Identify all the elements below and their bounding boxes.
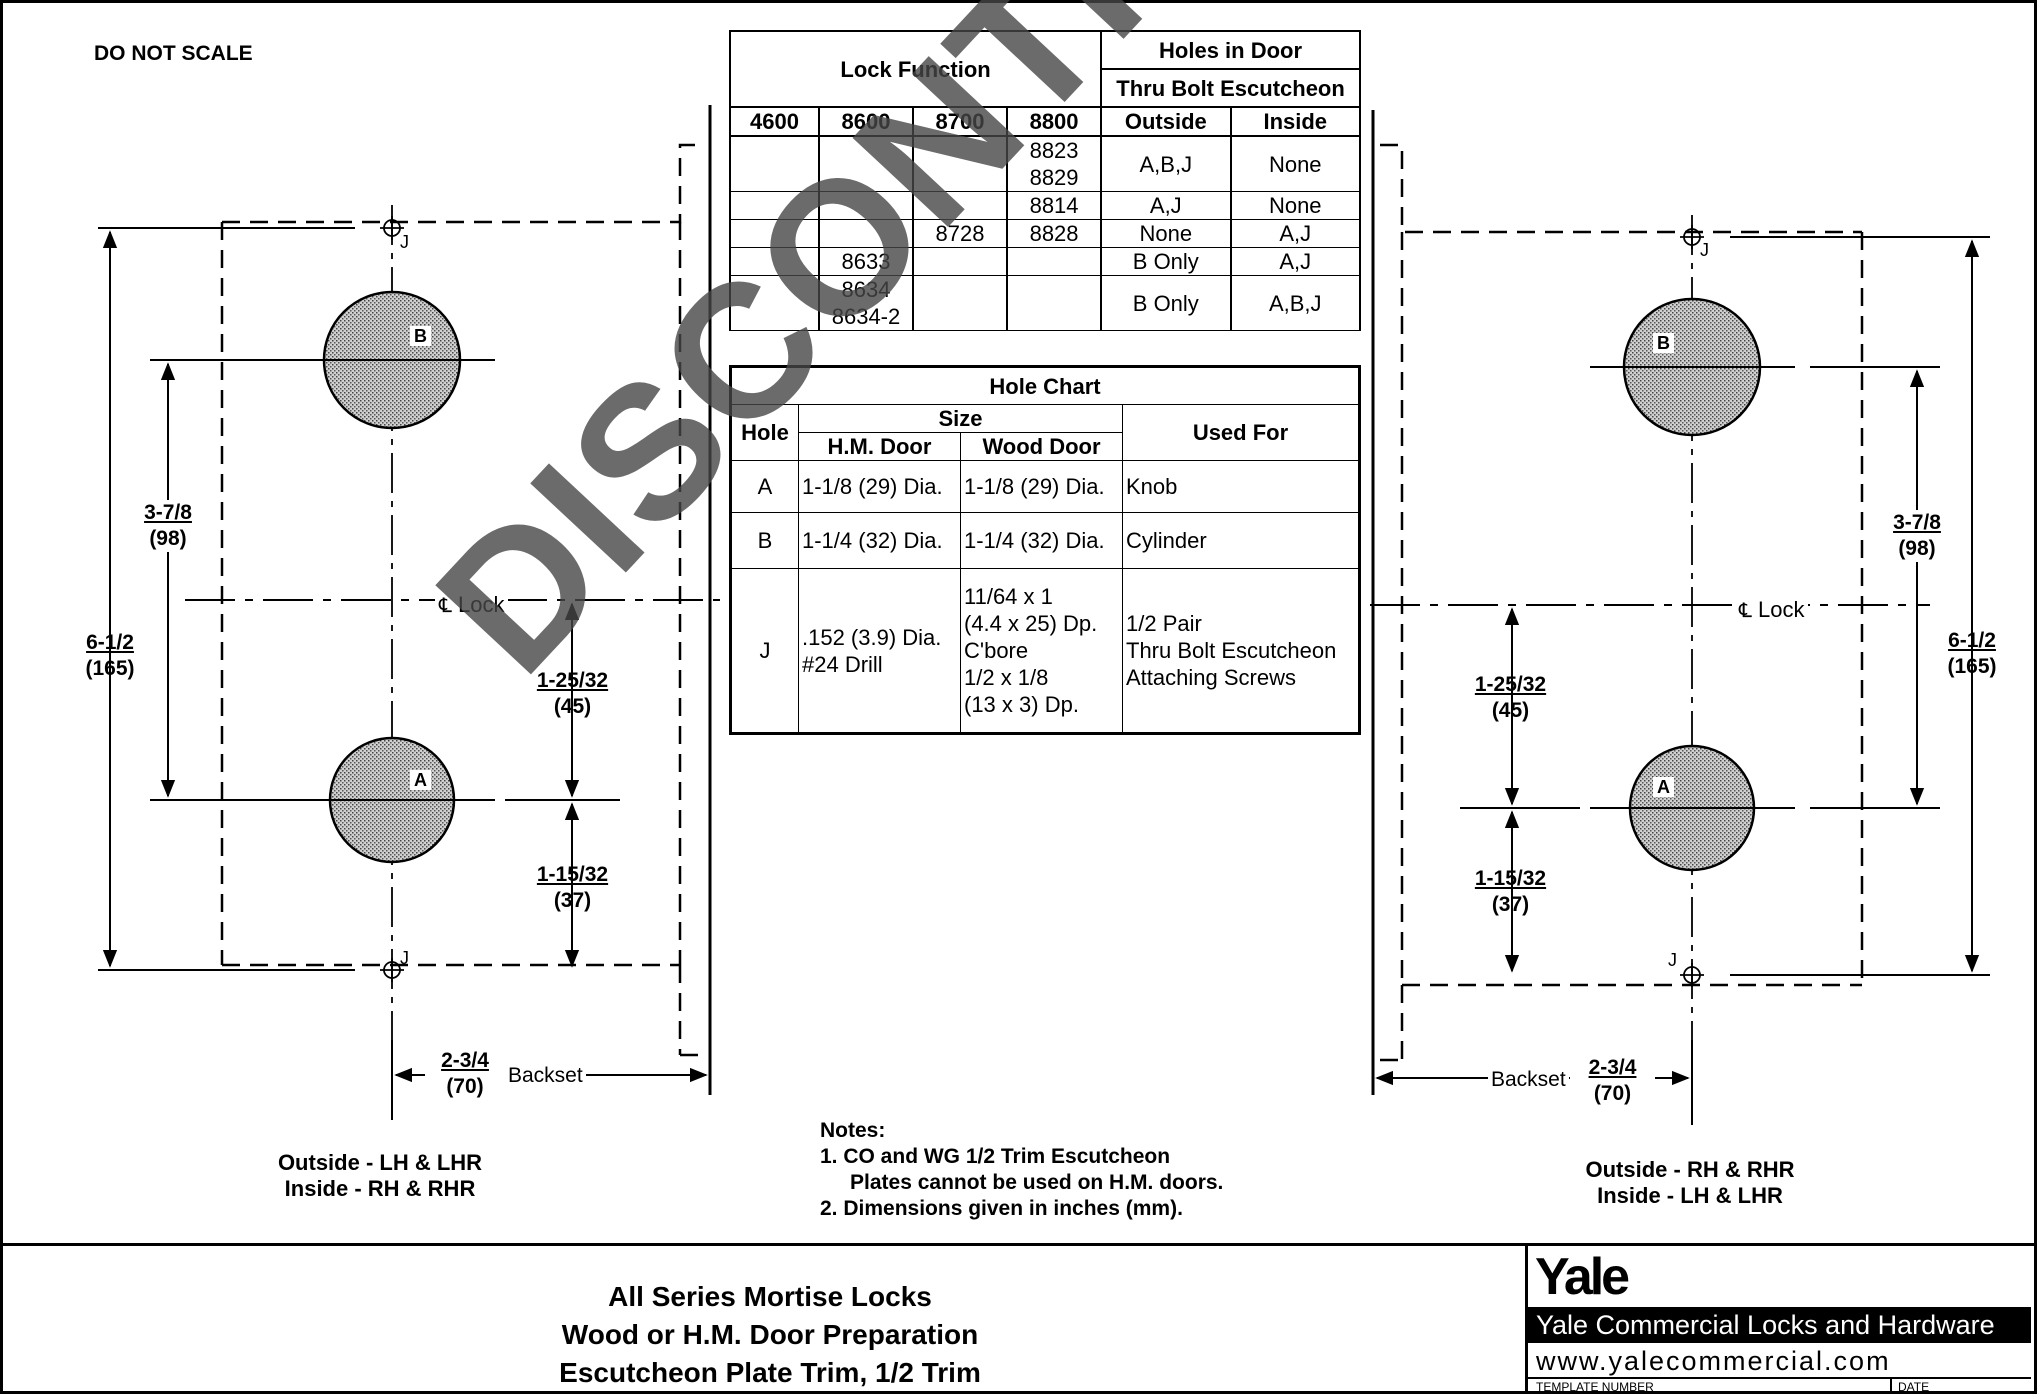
- left-hole-j-top-label: J: [400, 232, 409, 252]
- table-row: 8814 A,J None: [729, 191, 1362, 220]
- col-inside: Inside: [1229, 106, 1362, 137]
- title-block: All Series Mortise Locks Wood or H.M. Do…: [0, 1243, 2037, 1394]
- left-dim-lower: 1-15/32(37): [536, 863, 609, 912]
- table-row: B 1-1/4 (32) Dia. 1-1/4 (32) Dia. Cylind…: [730, 512, 1360, 569]
- left-hole-b-label: B: [410, 326, 431, 346]
- table-row: 8634 8634-2 B Only A,B,J: [729, 275, 1362, 331]
- right-escutcheon-outline: [1380, 143, 1864, 1062]
- right-reference-lines: [1460, 236, 1990, 976]
- table-row: 8633 B Only A,J: [729, 247, 1362, 276]
- right-hole-a-label: A: [1653, 777, 1674, 797]
- used-for-header: Used For: [1122, 404, 1360, 461]
- title-text: All Series Mortise Locks Wood or H.M. Do…: [559, 1281, 981, 1388]
- right-lock-centerline-label: ℄ Lock: [1735, 597, 1809, 623]
- holes-in-door-header: Holes in Door: [1100, 30, 1361, 70]
- company-banner: Yale Commercial Locks and Hardware: [1528, 1307, 2031, 1343]
- col-8600: 8600: [817, 106, 915, 137]
- hole-chart-table: Hole Chart Hole Size Used For H.M. Door …: [729, 365, 1361, 735]
- left-hole-j-bottom-label: J: [400, 948, 409, 968]
- left-dim-upper: 1-25/32(45): [536, 669, 609, 718]
- table-row: 8728 8828 None A,J: [729, 219, 1362, 248]
- left-backset-label: Backset: [505, 1064, 586, 1088]
- left-caption: Outside - LH & LHR Inside - RH & RHR: [277, 1150, 483, 1201]
- lock-function-header: Lock Function: [728, 30, 1103, 108]
- yale-logo: Yale: [1535, 1248, 1630, 1306]
- left-hole-j-top: [380, 216, 404, 240]
- size-header: Size: [798, 404, 1123, 433]
- right-backset-label: Backset: [1488, 1068, 1569, 1092]
- right-hole-j-bottom-label: J: [1668, 950, 1677, 970]
- left-reference-lines: [98, 227, 620, 971]
- left-dim-ab: 3-7/8(98): [128, 500, 208, 552]
- col-4600: 4600: [729, 106, 820, 137]
- table-row: J .152 (3.9) Dia. #24 Drill 11/64 x 1 (4…: [730, 568, 1360, 734]
- col-8800: 8800: [1006, 106, 1103, 137]
- right-caption: Outside - RH & RHR Inside - LH & LHR: [1585, 1157, 1795, 1208]
- left-backset-dim: 2-3/4(70): [425, 1048, 505, 1100]
- right-hole-j-top-label: J: [1700, 240, 1709, 260]
- left-dim-overall: 6-1/2(165): [85, 631, 135, 680]
- right-hole-j-bottom: [1680, 963, 1704, 987]
- table-row: 8823 8829 A,B,J None: [729, 135, 1362, 192]
- right-hole-b-label: B: [1653, 333, 1674, 353]
- table-row: A 1-1/8 (29) Dia. 1-1/8 (29) Dia. Knob: [730, 460, 1360, 513]
- left-lock-centerline-label: ℄ Lock: [435, 592, 509, 618]
- lock-function-table: Lock Function Holes in Door Thru Bolt Es…: [728, 30, 1362, 331]
- right-dim-upper: 1-25/32(45): [1474, 673, 1547, 722]
- do-not-scale-label: DO NOT SCALE: [94, 42, 253, 65]
- col-outside: Outside: [1100, 106, 1232, 137]
- notes: Notes: 1. CO and WG 1/2 Trim Escutcheon …: [820, 1119, 1224, 1220]
- right-backset-dim: 2-3/4(70): [1570, 1055, 1655, 1107]
- wood-door-header: Wood Door: [960, 432, 1123, 461]
- date-label: DATE: [1898, 1380, 1930, 1394]
- right-dim-ab: 3-7/8(98): [1877, 510, 1957, 562]
- thru-bolt-header: Thru Bolt Escutcheon: [1100, 68, 1361, 108]
- left-hole-j-bottom: [380, 958, 404, 982]
- right-dim-overall: 6-1/2(165): [1947, 629, 1997, 678]
- col-8700: 8700: [912, 106, 1009, 137]
- hm-door-header: H.M. Door: [798, 432, 961, 461]
- right-dim-lower: 1-15/32(37): [1474, 867, 1547, 916]
- left-hole-a-label: A: [410, 770, 431, 790]
- website-link[interactable]: www.yalecommercial.com: [1536, 1346, 1891, 1376]
- template-number-label: TEMPLATE NUMBER: [1536, 1380, 1654, 1394]
- left-escutcheon-outline: [220, 143, 705, 1057]
- right-hole-j-top: [1680, 225, 1704, 249]
